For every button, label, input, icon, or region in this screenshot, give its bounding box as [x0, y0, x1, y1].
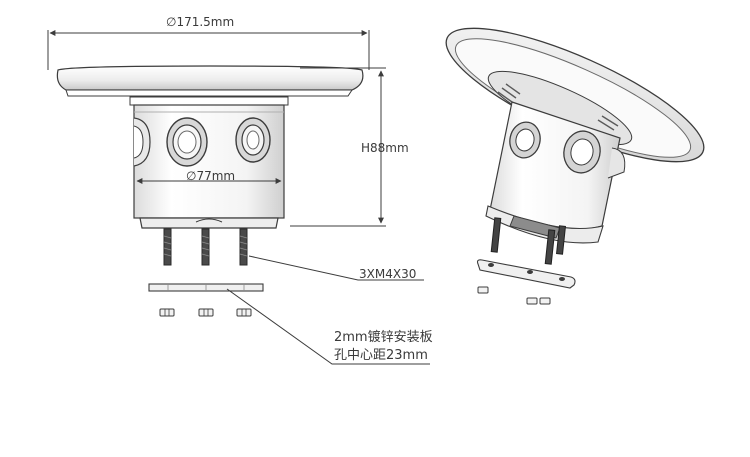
leader-lines — [226, 255, 430, 365]
nut — [477, 286, 489, 294]
cable-gland-center — [166, 117, 208, 167]
perspective-nuts — [477, 286, 551, 305]
screw — [163, 228, 172, 266]
body-base — [139, 217, 279, 229]
screw — [490, 217, 502, 253]
plate-callout-line2: 孔中心距23mm — [334, 348, 428, 363]
perspective-screws — [490, 217, 566, 265]
mounting-screws — [163, 228, 248, 266]
side-view — [47, 30, 430, 365]
diameter-dimension — [47, 30, 370, 70]
perspective-gland-2 — [563, 130, 601, 174]
screw — [544, 229, 556, 265]
perspective-gland-1 — [509, 121, 541, 159]
perspective-plate — [476, 259, 576, 289]
nut — [198, 308, 214, 317]
nut — [236, 308, 252, 317]
nuts — [159, 308, 252, 317]
nut — [539, 297, 551, 305]
screw — [201, 228, 210, 266]
body-diameter-label: ∅77mm — [186, 169, 236, 183]
cable-gland-left — [133, 117, 151, 167]
overall-diameter-label: ∅171.5mm — [166, 15, 235, 29]
nut — [526, 297, 538, 305]
perspective-view — [445, 27, 705, 305]
nut — [159, 308, 175, 317]
plate-callout-line1: 2mm镀锌安装板 — [334, 330, 433, 345]
screw-callout: 3XM4X30 — [359, 267, 417, 281]
cable-gland-right — [235, 117, 271, 163]
screw — [239, 228, 248, 266]
screw — [556, 225, 566, 255]
height-dimension — [290, 67, 386, 227]
cap-disc — [56, 65, 364, 91]
height-label: H88mm — [361, 141, 409, 155]
